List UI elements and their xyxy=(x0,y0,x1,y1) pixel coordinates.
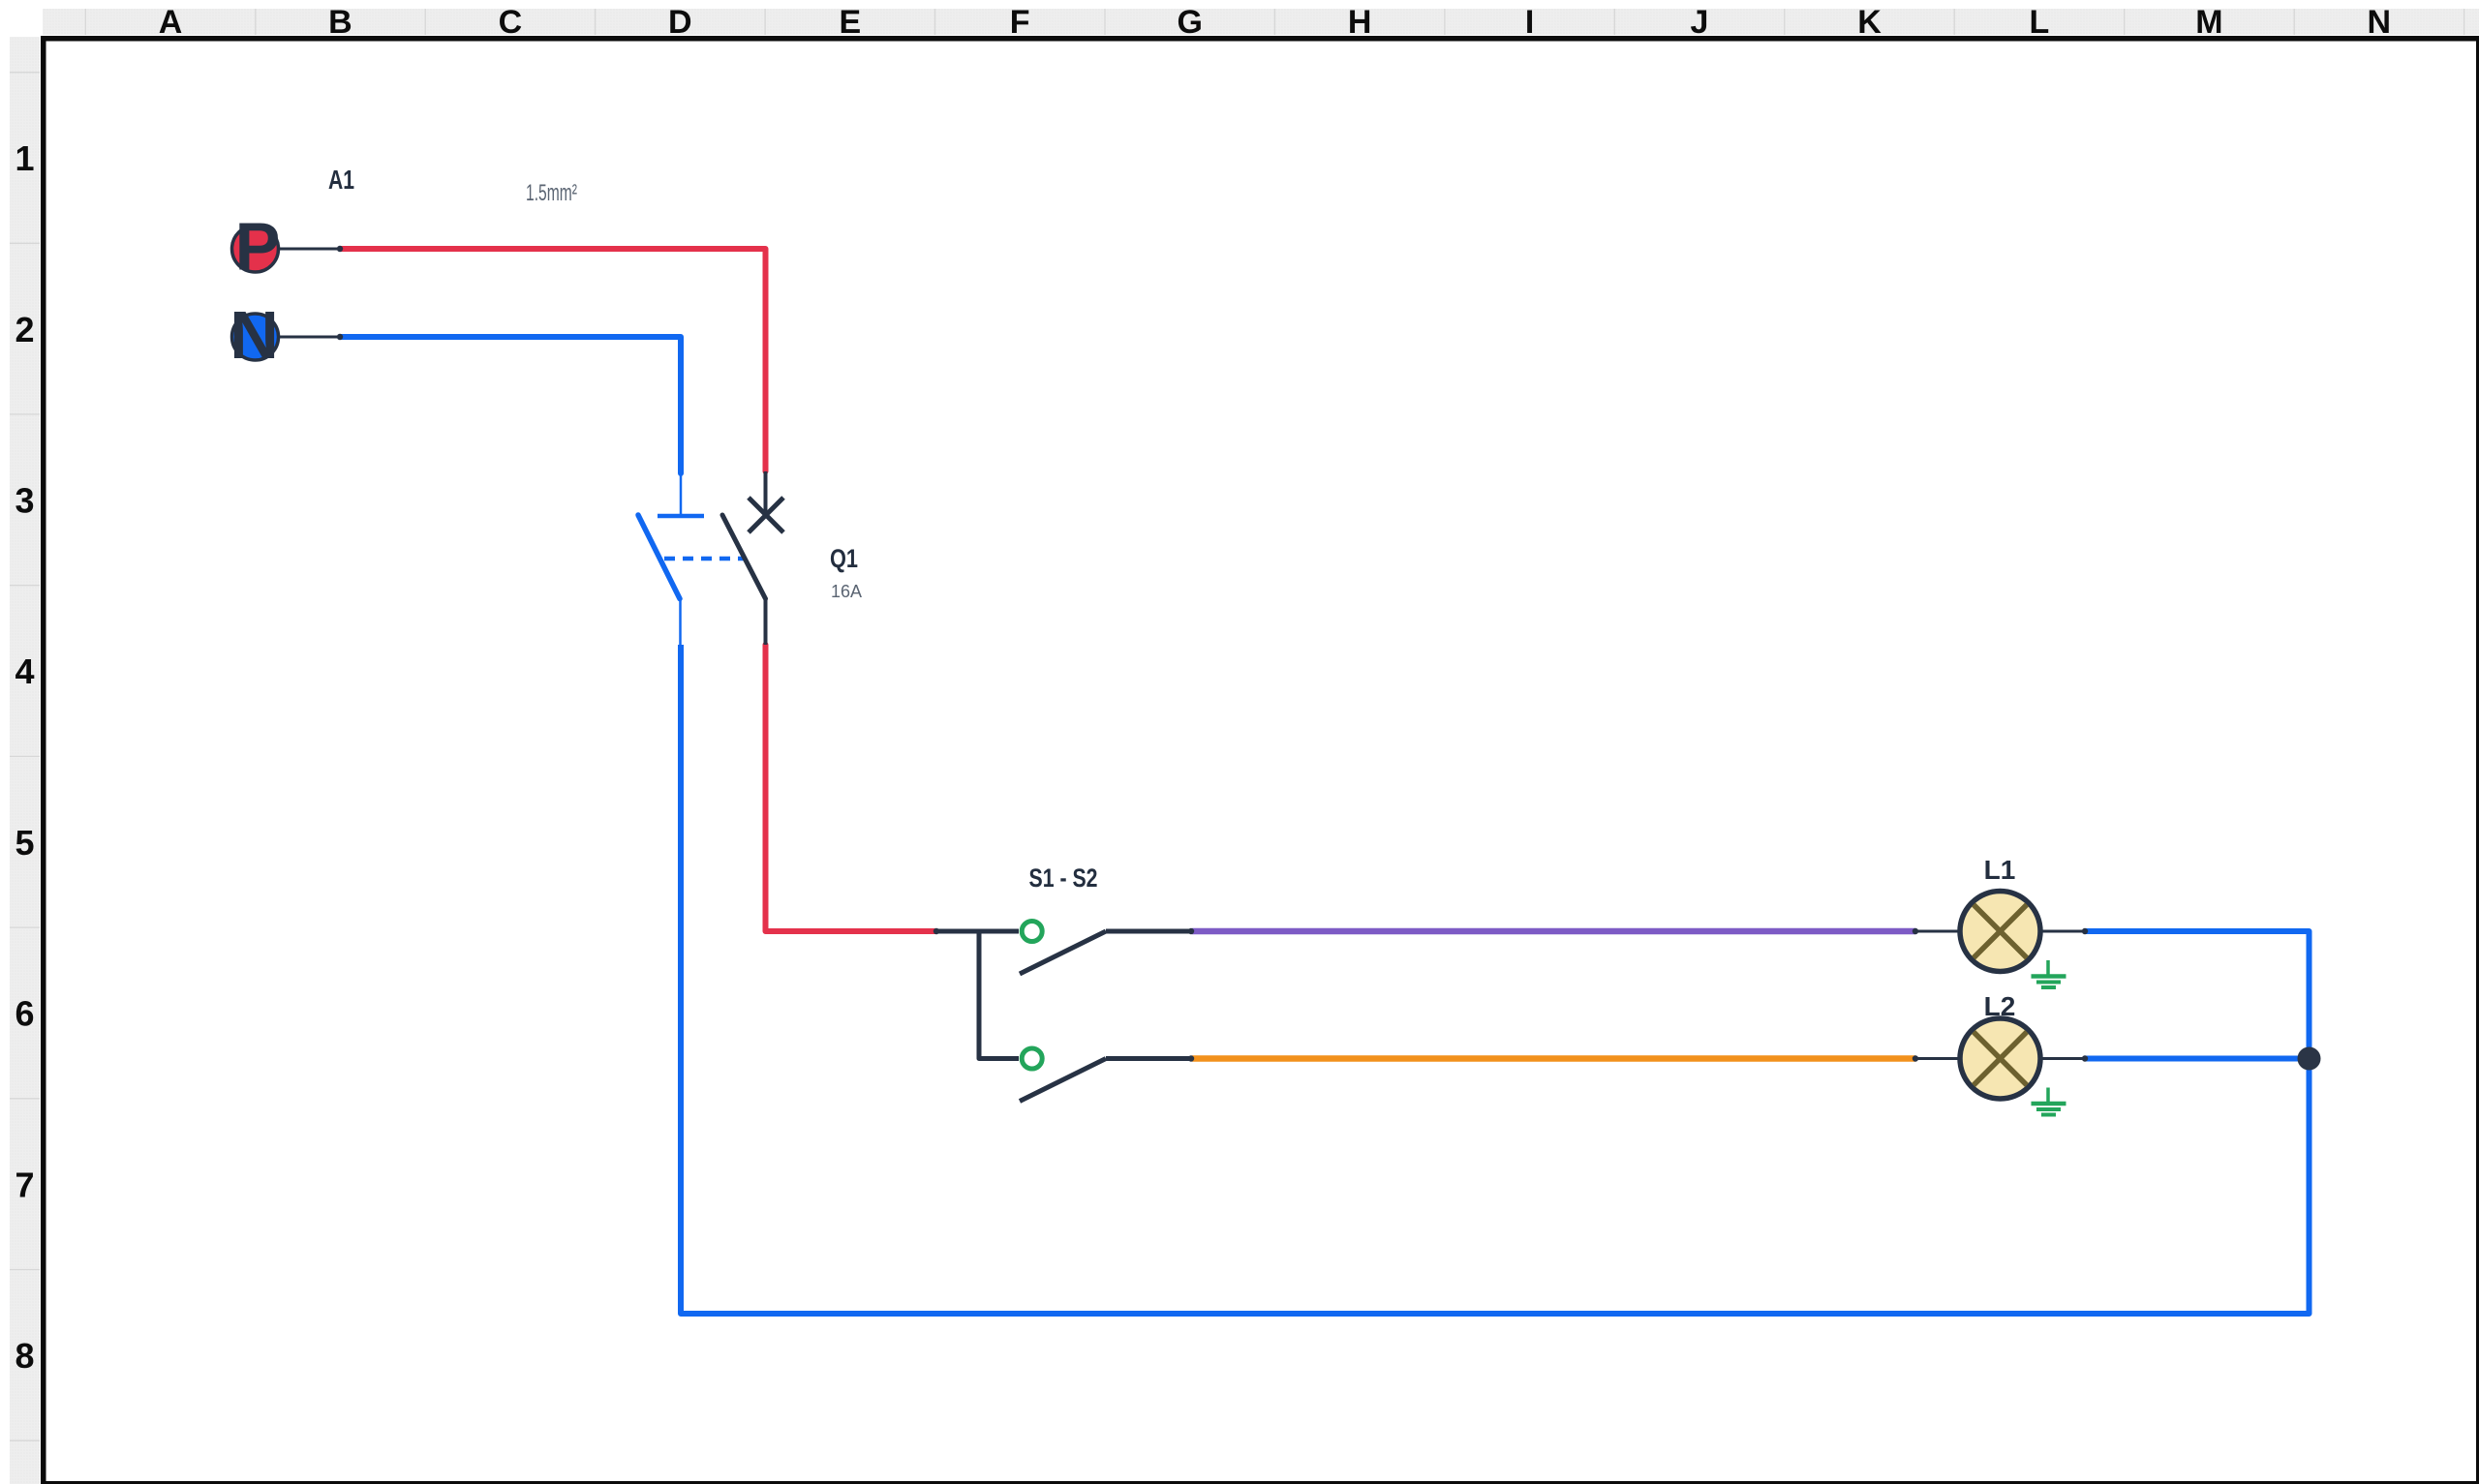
svg-text:H: H xyxy=(1348,4,1372,41)
svg-text:L1: L1 xyxy=(1984,855,2016,885)
svg-text:S1 - S2: S1 - S2 xyxy=(1029,863,1098,893)
svg-text:6: 6 xyxy=(15,994,34,1034)
svg-text:L: L xyxy=(2030,4,2050,41)
svg-text:3: 3 xyxy=(15,481,34,521)
svg-text:4: 4 xyxy=(15,651,34,691)
svg-text:N: N xyxy=(230,297,279,373)
svg-text:F: F xyxy=(1010,4,1030,41)
svg-text:N: N xyxy=(2368,4,2392,41)
svg-text:G: G xyxy=(1177,4,1202,41)
svg-text:A: A xyxy=(159,4,183,41)
svg-text:1: 1 xyxy=(15,138,34,178)
svg-text:L2: L2 xyxy=(1984,991,2016,1021)
svg-text:C: C xyxy=(499,4,523,41)
svg-text:A1: A1 xyxy=(328,165,354,195)
svg-text:Q1: Q1 xyxy=(830,544,858,573)
svg-text:P: P xyxy=(235,209,281,285)
svg-text:7: 7 xyxy=(15,1165,34,1204)
svg-text:D: D xyxy=(668,4,692,41)
svg-text:5: 5 xyxy=(15,823,34,863)
svg-text:B: B xyxy=(328,4,352,41)
svg-text:16A: 16A xyxy=(831,582,862,601)
svg-text:J: J xyxy=(1691,4,1709,41)
svg-text:I: I xyxy=(1525,4,1534,41)
svg-text:M: M xyxy=(2195,4,2222,41)
svg-text:2: 2 xyxy=(15,310,34,349)
svg-text:1.5mm²: 1.5mm² xyxy=(526,180,577,206)
svg-text:8: 8 xyxy=(15,1336,34,1376)
svg-text:K: K xyxy=(1857,4,1882,41)
svg-text:E: E xyxy=(839,4,861,41)
